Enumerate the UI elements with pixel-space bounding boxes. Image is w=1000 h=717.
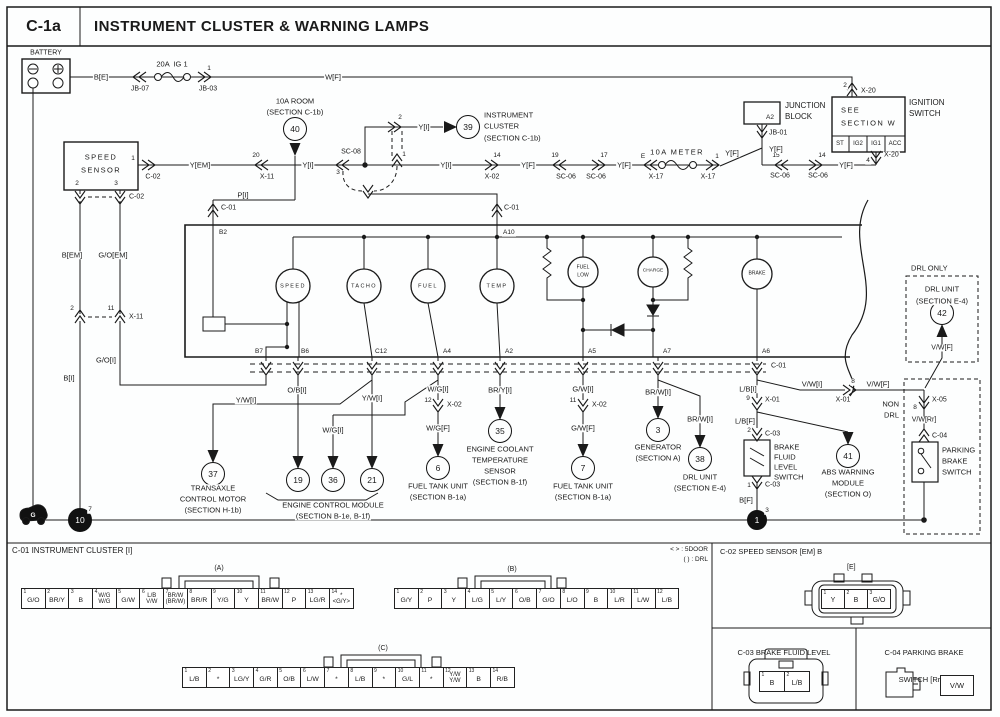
group-a-label: (A) [214, 565, 224, 572]
pin-cell: 14* <G/Y> [328, 588, 354, 609]
c04-wire-label: V/W [949, 681, 965, 690]
page-title: INSTRUMENT CLUSTER & WARNING LAMPS [94, 18, 430, 35]
legend-drl: ( ) : DRL [683, 555, 708, 563]
group-b-label: (B) [507, 566, 517, 573]
pin-cell: 7* [324, 667, 349, 688]
legend: < > : 5DOOR ( ) : DRL [636, 545, 708, 564]
diagram-code: C-1a [26, 17, 61, 35]
pin-cell: 11* [418, 667, 444, 688]
legend-5door: < > : 5DOOR [670, 546, 708, 553]
group-c-label: (C) [378, 645, 388, 652]
pin-cell: 9* [371, 667, 397, 688]
c03-title-line1: C-03 BRAKE FLUID LEVEL [737, 648, 831, 657]
c04-title-line1: C-04 PARKING BRAKE [884, 648, 964, 657]
connector-c02-tag: [E] [847, 564, 856, 571]
c04-wire-box: V/W [940, 675, 974, 696]
pin-cell: 2* [205, 667, 231, 688]
connector-c02-title: C-02 SPEED SENSOR [EM] B [720, 547, 823, 556]
connector-c01-title: C-01 INSTRUMENT CLUSTER [I] [12, 546, 133, 555]
